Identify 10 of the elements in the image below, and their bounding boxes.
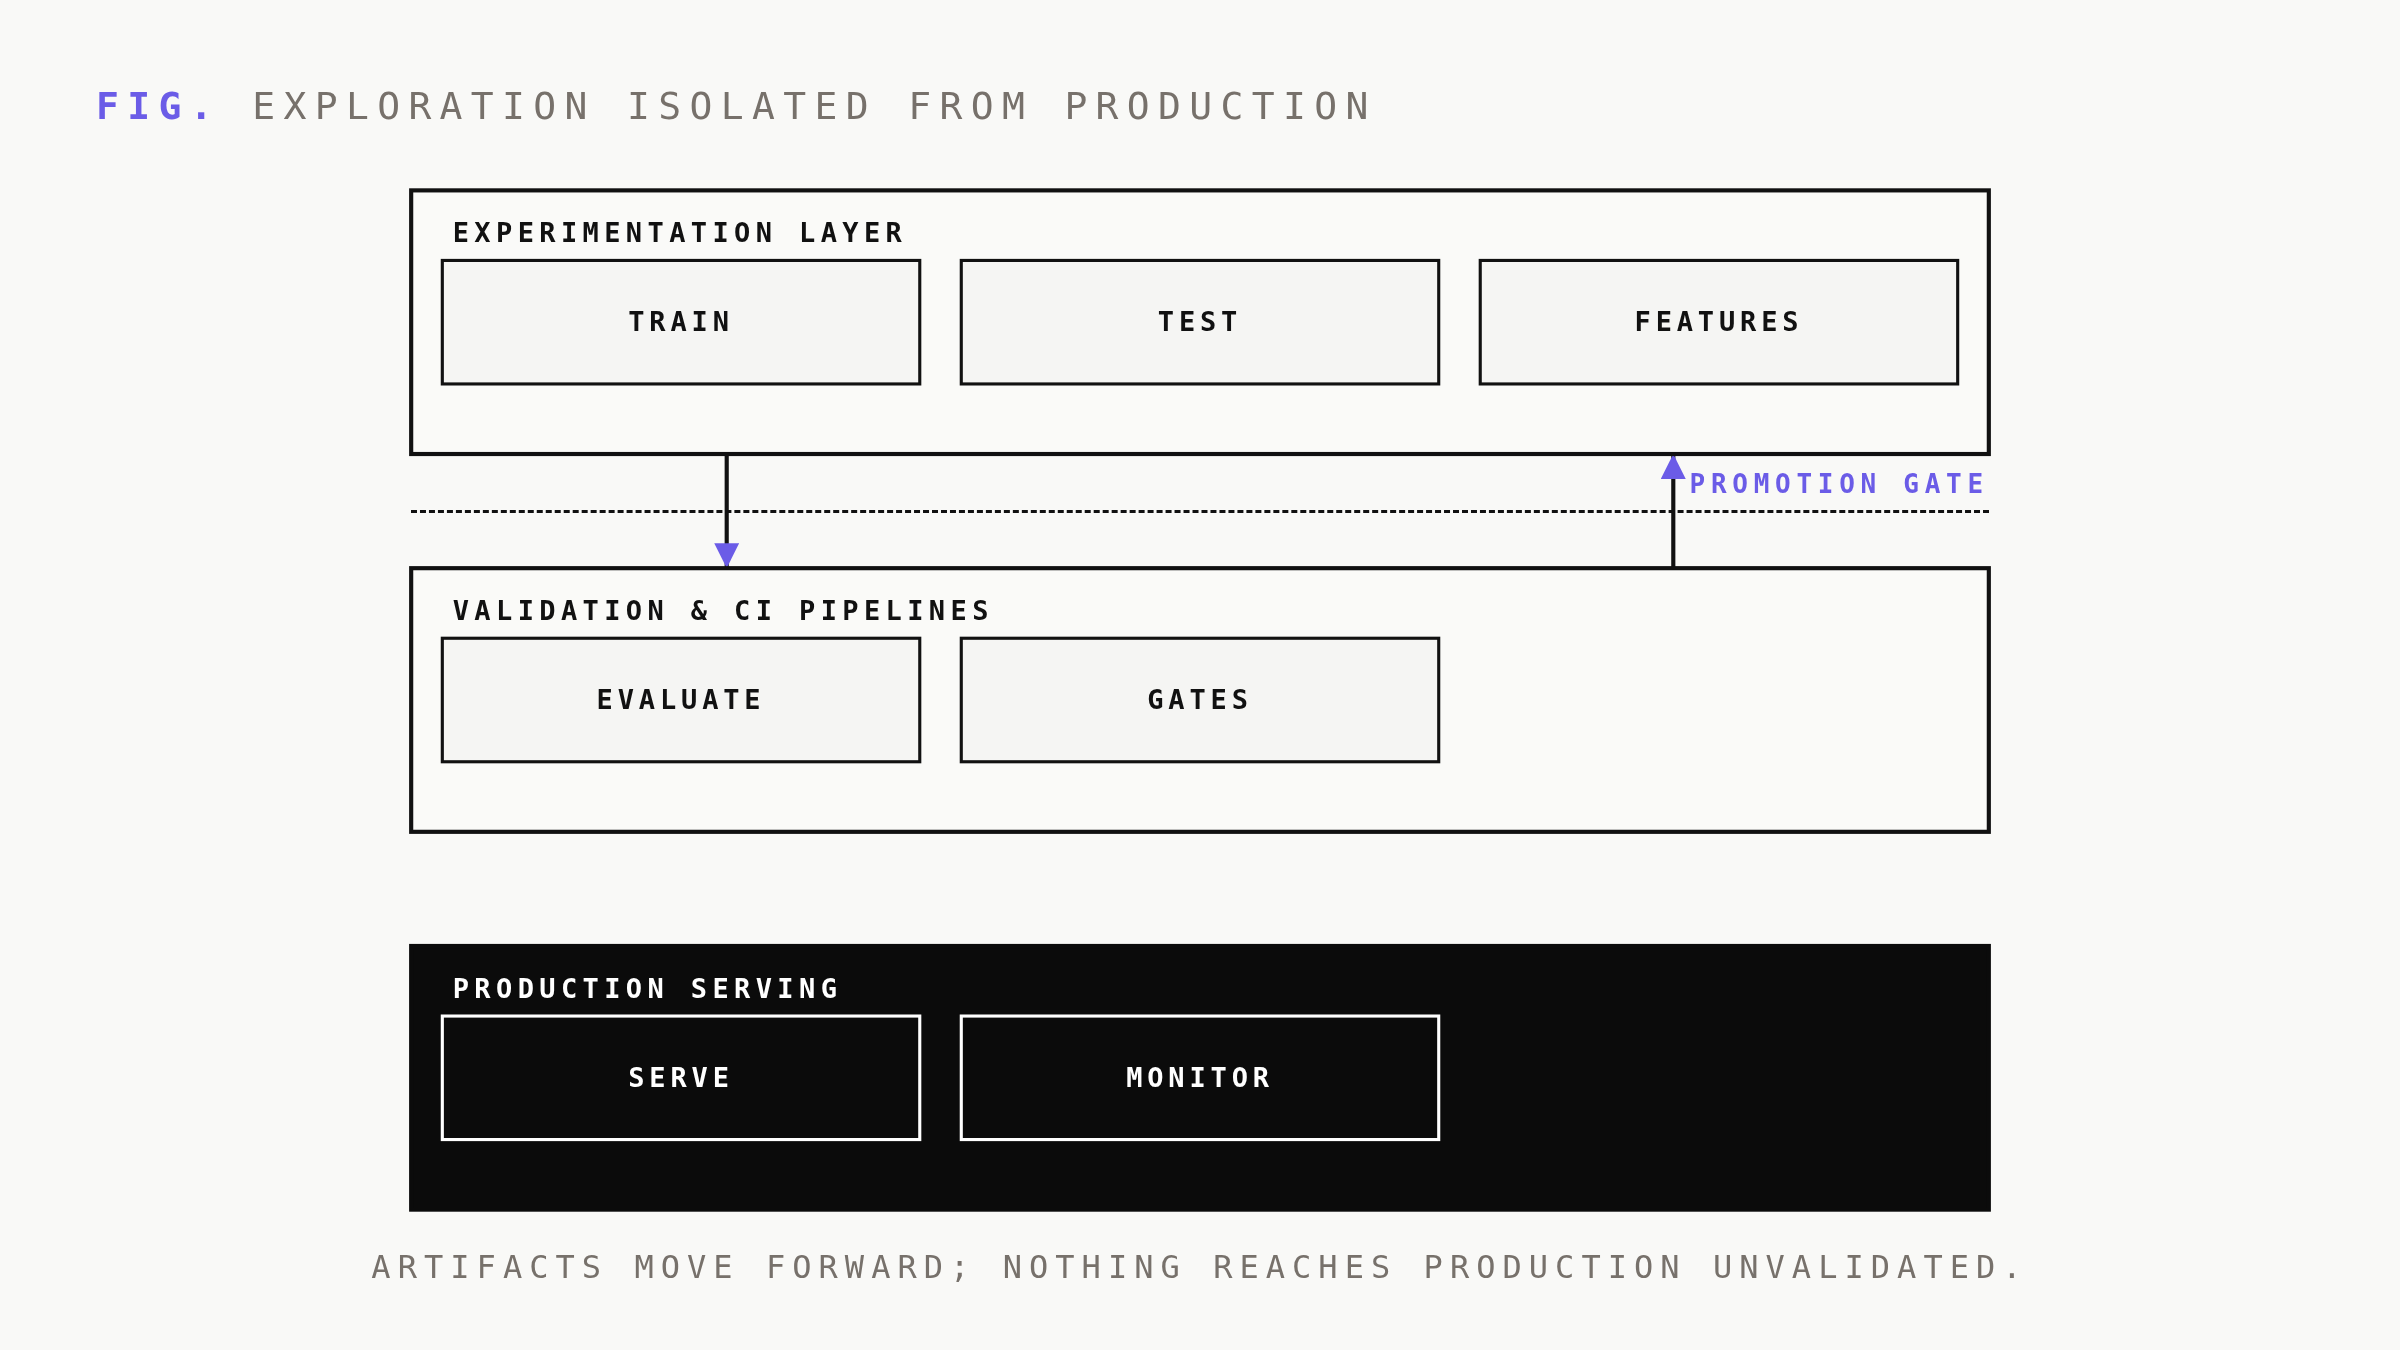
node-box: MONITOR bbox=[959, 1014, 1441, 1142]
separator-label: PROMOTION GATE bbox=[1689, 469, 1989, 500]
node-box: TEST bbox=[959, 258, 1441, 386]
node-box: GATES bbox=[959, 636, 1441, 764]
figure-caption: ARTIFACTS MOVE FORWARD; NOTHING REACHES PRODUCTION UNVALIDATED. bbox=[370, 1248, 2030, 1286]
node-box: SERVE bbox=[440, 1014, 922, 1142]
node-box: EVALUATE bbox=[440, 636, 922, 764]
figure-title: FIG. EXPLORATION ISOLATED FROM PRODUCTION bbox=[96, 84, 1377, 128]
node-box: FEATURES bbox=[1478, 258, 1960, 386]
node-box: TRAIN bbox=[440, 258, 922, 386]
